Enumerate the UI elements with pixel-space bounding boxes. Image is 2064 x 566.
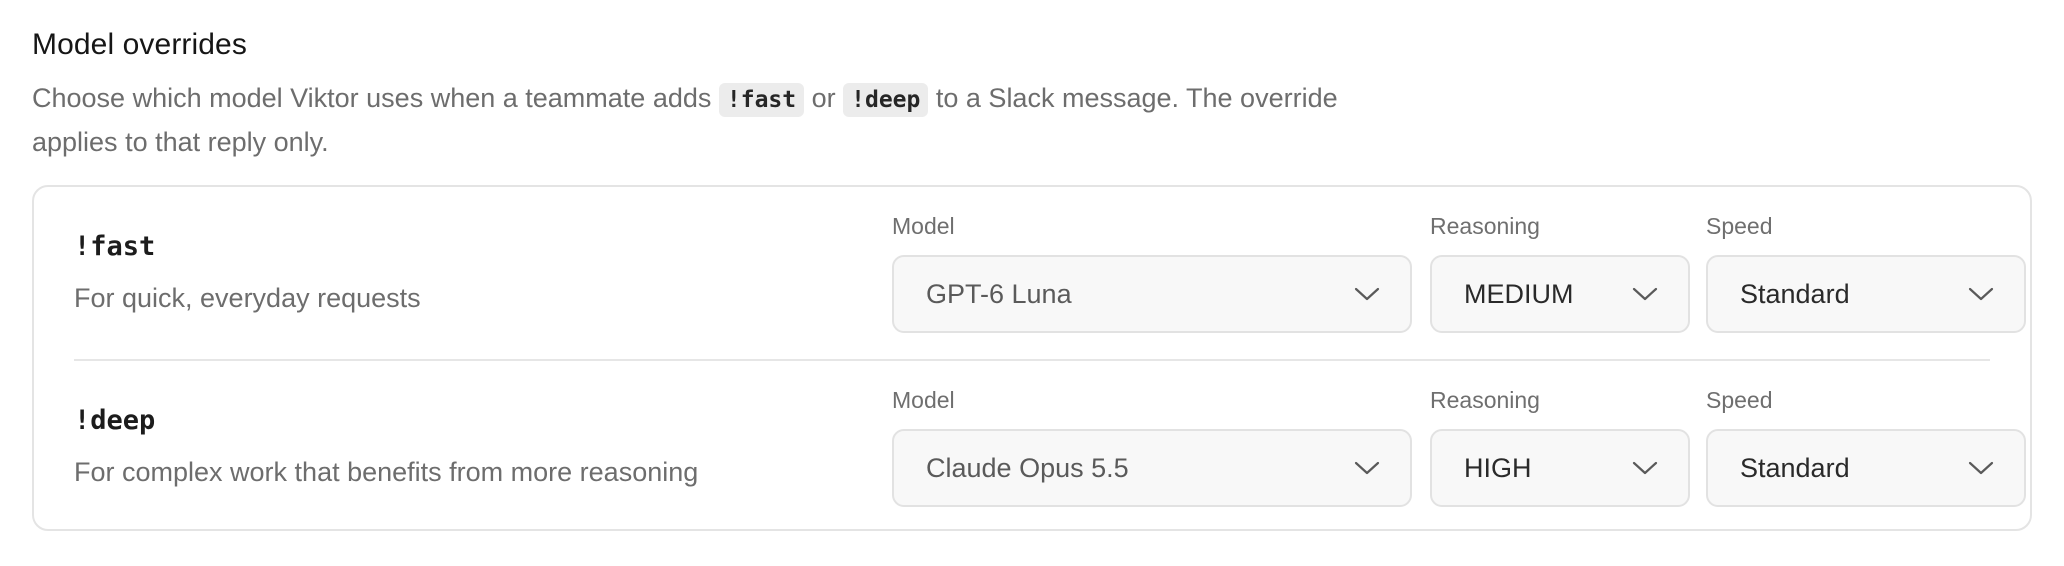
chevron-down-icon xyxy=(1632,460,1658,476)
overrides-card: !fast For quick, everyday requests Model… xyxy=(32,185,2032,531)
override-row-fast: !fast For quick, everyday requests Model… xyxy=(74,187,2026,357)
override-row-deep: !deep For complex work that benefits fro… xyxy=(74,361,2026,531)
reasoning-label: Reasoning xyxy=(1430,213,1540,239)
chevron-down-icon xyxy=(1354,460,1380,476)
fast-code-snippet: !fast xyxy=(718,83,805,117)
description-text-2: to a Slack message. The override applies… xyxy=(32,83,1338,157)
select-value: Standard xyxy=(1740,278,1850,309)
chevron-down-icon xyxy=(1632,286,1658,302)
speed-label: Speed xyxy=(1706,213,1773,239)
chevron-down-icon xyxy=(1968,286,1994,302)
fast-reasoning-select[interactable]: MEDIUM xyxy=(1430,255,1690,333)
model-label: Model xyxy=(892,213,955,239)
chevron-down-icon xyxy=(1968,460,1994,476)
select-value: Standard xyxy=(1740,452,1850,483)
row-divider xyxy=(74,359,1990,361)
select-value: MEDIUM xyxy=(1464,278,1574,309)
description-text-or: or xyxy=(804,83,844,113)
reasoning-label: Reasoning xyxy=(1430,387,1540,413)
fast-model-select[interactable]: GPT-6 Luna xyxy=(892,255,1412,333)
deep-code-snippet: !deep xyxy=(843,83,929,117)
model-label: Model xyxy=(892,387,955,413)
select-value: Claude Opus 5.5 xyxy=(926,452,1129,483)
override-command: !deep xyxy=(74,405,156,436)
section-description: Choose which model Viktor uses when a te… xyxy=(32,77,1372,163)
select-value: HIGH xyxy=(1464,452,1532,483)
select-value: GPT-6 Luna xyxy=(926,278,1072,309)
deep-speed-select[interactable]: Standard xyxy=(1706,429,2026,507)
override-command: !fast xyxy=(74,231,156,262)
deep-model-select[interactable]: Claude Opus 5.5 xyxy=(892,429,1412,507)
override-description: For complex work that benefits from more… xyxy=(74,457,699,487)
deep-reasoning-select[interactable]: HIGH xyxy=(1430,429,1690,507)
fast-speed-select[interactable]: Standard xyxy=(1706,255,2026,333)
speed-label: Speed xyxy=(1706,387,1773,413)
override-description: For quick, everyday requests xyxy=(74,283,421,313)
section-title: Model overrides xyxy=(32,28,247,61)
chevron-down-icon xyxy=(1354,286,1380,302)
description-text-1: Choose which model Viktor uses when a te… xyxy=(32,83,719,113)
